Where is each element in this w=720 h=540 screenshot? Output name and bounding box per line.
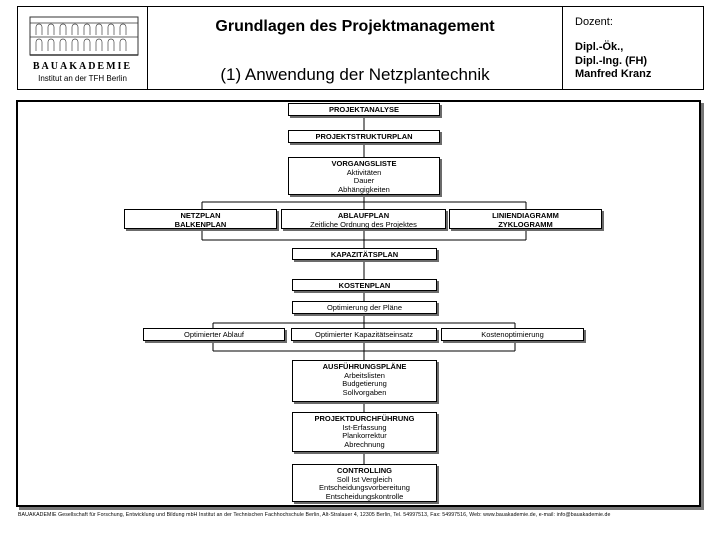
box-line: Budgetierung	[342, 379, 387, 388]
lecturer-line: Dipl.-Ök.,	[575, 41, 624, 53]
box-projektdurchfuehrung: PROJEKTDURCHFÜHRUNG Ist-Erfassung Planko…	[292, 412, 437, 452]
box-line: Abhängigkeiten	[338, 184, 390, 194]
title-cell: Grundlagen des Projektmanagement (1) Anw…	[147, 6, 563, 90]
box-line: NETZPLAN	[180, 211, 221, 220]
box-line: Abrechnung	[344, 439, 385, 449]
box-optimierter-ablauf: Optimierter Ablauf	[143, 328, 285, 341]
lecturer-name: Dipl.-Ök., Dipl.-Ing. (FH) Manfred Kranz	[575, 41, 651, 82]
box-line: Arbeitslisten	[344, 370, 385, 380]
box-vorgangsliste: VORGANGSLISTE Aktivitäten Dauer Abhängig…	[288, 157, 440, 195]
box-line: ABLAUFPLAN	[337, 211, 390, 220]
box-line: Optimierter Ablauf	[183, 330, 245, 339]
logo-subtitle: Institut an der TFH Berlin	[38, 74, 127, 83]
box-line: PROJEKTDURCHFÜHRUNG	[314, 414, 415, 423]
box-line: LINIENDIAGRAMM	[492, 211, 559, 220]
box-line: Optimierter Kapazitätseinsatz	[315, 330, 413, 339]
lecturer-line: Dipl.-Ing. (FH)	[575, 54, 648, 67]
box-kostenoptimierung: Kostenoptimierung	[441, 328, 584, 341]
box-line: PROJEKTSTRUKTURPLAN	[315, 132, 413, 141]
box-line: Soll Ist Vergleich	[336, 474, 393, 484]
flowchart-connectors	[201, 116, 527, 464]
box-line: Zeitliche Ordnung des Projektes	[310, 219, 417, 229]
box-liniendiagramm: LINIENDIAGRAMM ZYKLOGRAMM	[449, 209, 602, 229]
flowchart-frame: PROJEKTANALYSE PROJEKTSTRUKTURPLAN VORGA…	[16, 100, 701, 507]
box-optimierung: Optimierung der Pläne	[292, 301, 437, 314]
box-optimierter-kapazitaetseinsatz: Optimierter Kapazitätseinsatz	[291, 328, 437, 341]
lecturer-line: Manfred Kranz	[575, 68, 652, 80]
box-kapazitaetsplan: KAPAZITÄTSPLAN	[292, 248, 437, 260]
bauakademie-building-logo	[29, 16, 139, 56]
box-ablaufplan: ABLAUFPLAN Zeitliche Ordnung des Projekt…	[281, 209, 446, 229]
lecturer-cell: Dozent: Dipl.-Ök., Dipl.-Ing. (FH) Manfr…	[562, 6, 704, 90]
page-title: Grundlagen des Projektmanagement	[215, 18, 495, 35]
logo-cell: BAUAKADEMIE Institut an der TFH Berlin	[17, 6, 148, 90]
box-line: Entscheidungskontrolle	[325, 491, 404, 501]
box-line: Dauer	[353, 176, 375, 185]
box-line: AUSFÜHRUNGSPLÄNE	[322, 362, 407, 371]
box-projektstrukturplan: PROJEKTSTRUKTURPLAN	[288, 130, 440, 143]
box-line: Ist-Erfassung	[342, 422, 387, 432]
lecturer-label: Dozent:	[575, 16, 613, 28]
box-line: CONTROLLING	[337, 466, 392, 475]
box-controlling: CONTROLLING Soll Ist Vergleich Entscheid…	[292, 464, 437, 502]
footer-text: BAUAKADEMIE Gesellschaft für Forschung, …	[18, 512, 611, 518]
box-line: VORGANGSLISTE	[331, 159, 397, 168]
box-line: PROJEKTANALYSE	[328, 105, 400, 114]
box-line: Plankorrektur	[342, 431, 387, 440]
page-subtitle: (1) Anwendung der Netzplantechnik	[220, 65, 490, 84]
box-projektanalyse: PROJEKTANALYSE	[288, 103, 440, 116]
box-kostenplan: KOSTENPLAN	[292, 279, 437, 291]
logo-name: BAUAKADEMIE	[32, 61, 133, 72]
box-line: ZYKLOGRAMM	[498, 219, 553, 229]
box-line: Kostenoptimierung	[481, 330, 544, 339]
box-line: Optimierung der Pläne	[326, 303, 403, 312]
box-line: BALKENPLAN	[174, 219, 227, 229]
box-line: Entscheidungsvorbereitung	[319, 483, 410, 492]
box-line: Sollvorgaben	[342, 387, 387, 397]
box-netzplan: NETZPLAN BALKENPLAN	[124, 209, 277, 229]
box-line: KAPAZITÄTSPLAN	[330, 250, 399, 259]
box-line: KOSTENPLAN	[338, 281, 391, 290]
box-line: Aktivitäten	[346, 167, 382, 177]
box-ausfuehrungsplaene: AUSFÜHRUNGSPLÄNE Arbeitslisten Budgetier…	[292, 360, 437, 402]
